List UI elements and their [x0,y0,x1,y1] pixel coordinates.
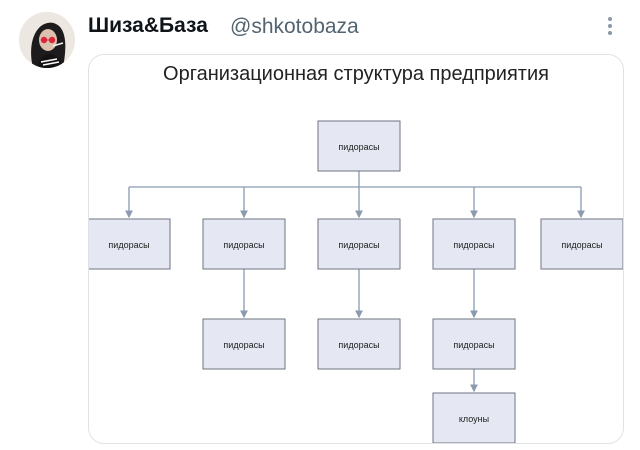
org-node-level2-3: пидорасы [432,318,516,370]
author-handle[interactable]: @shkotobaza [230,15,359,38]
org-node-label: пидорасы [453,340,494,350]
org-node-level1-4: пидорасы [432,218,516,270]
org-node-label: пидорасы [108,240,149,250]
org-node-level2-1: пидорасы [202,318,286,370]
org-node-level1-5: пидорасы [540,218,623,270]
org-node-level2-2: пидорасы [317,318,401,370]
user-avatar-icon [19,12,75,68]
org-node-root: пидорасы [317,120,401,172]
org-node-label: пидорасы [338,240,379,250]
org-node-label: пидорасы [223,240,264,250]
org-node-level1-3: пидорасы [317,218,401,270]
org-chart-diagram: пидорасы пидорасы пидорасы пидорасы пидо… [89,120,623,443]
org-node-label: пидорасы [338,142,379,152]
org-node-level1-1: пидорасы [89,218,171,270]
connector-lines [125,171,585,393]
org-node-level1-2: пидорасы [202,218,286,270]
diagram-title: Организационная структура предприятия [163,63,549,85]
org-node-label: пидорасы [223,340,264,350]
tweet-image[interactable]: Организационная структура предприятия пи… [88,54,624,444]
org-node-level3-1: клоуны [432,392,516,443]
org-node-label: пидорасы [453,240,494,250]
org-node-label: пидорасы [338,340,379,350]
author-name[interactable]: Шиза&База [88,14,208,37]
org-node-label: пидорасы [561,240,602,250]
avatar[interactable] [19,12,75,68]
more-options-icon[interactable] [600,14,620,40]
org-node-label: клоуны [459,414,489,424]
